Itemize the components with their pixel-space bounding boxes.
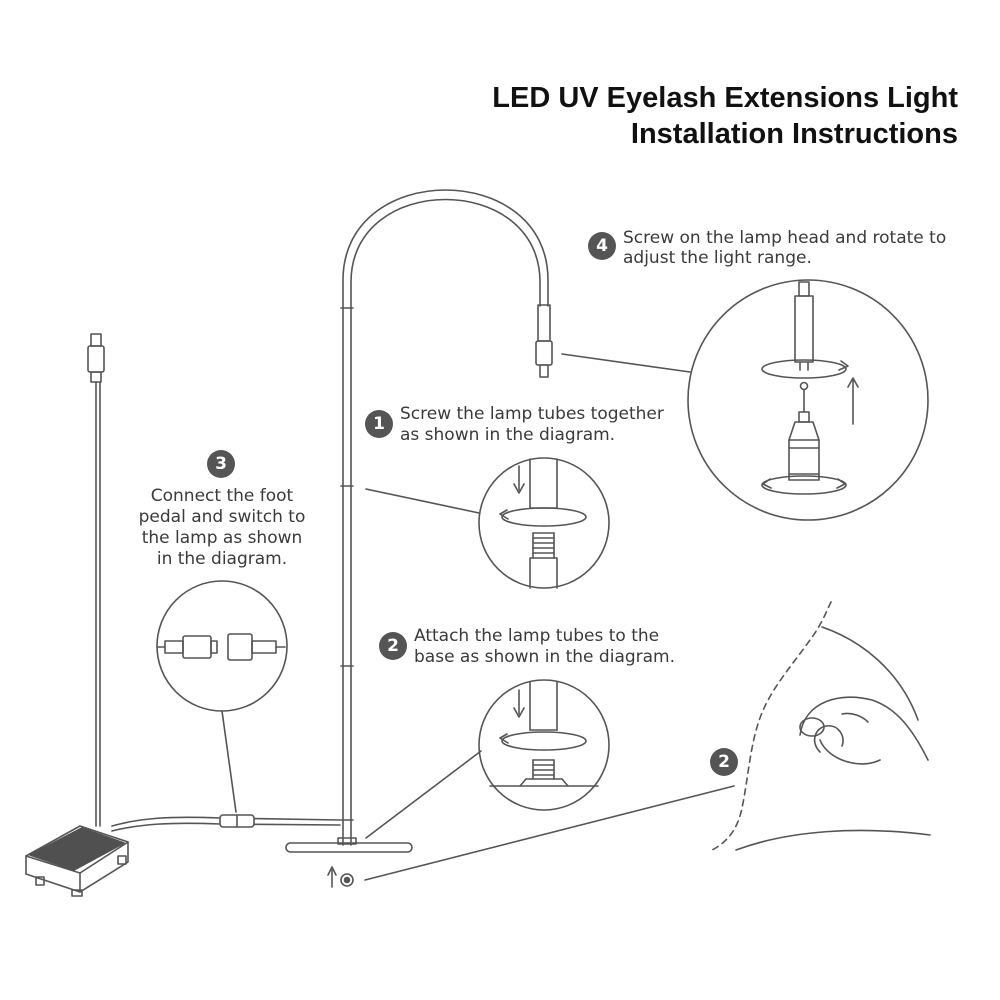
step-3-badge: 3: [207, 450, 235, 478]
foot-pedal: [25, 825, 129, 897]
lamp-head-detail-circle: [561, 279, 929, 521]
step-2b-badge: 2: [710, 748, 738, 776]
pedal-cable: [111, 814, 341, 832]
step-1-text-line-1: Screw the lamp tubes together: [400, 404, 664, 424]
step-1-badge: 1: [365, 410, 393, 438]
step-4-text-line-2: adjust the light range.: [623, 248, 812, 268]
base-attach-detail-circle: [365, 679, 610, 839]
lamp-head: [535, 304, 553, 378]
step-2-badge: 2: [379, 632, 407, 660]
step-3-text-line-2: pedal and switch to: [138, 507, 306, 527]
lamp-pole: [340, 189, 549, 846]
step-1-text-line-2: as shown in the diagram.: [400, 425, 616, 445]
step-4-badge: 4: [588, 232, 616, 260]
title-line-2: Installation Instructions: [630, 118, 958, 150]
usb-plug: [87, 333, 105, 827]
step-2-text-line-2: base as shown in the diagram.: [414, 647, 676, 667]
step-3-text-line-3: the lamp as shown: [141, 528, 303, 548]
tube-screw-detail-circle: [365, 457, 610, 589]
lamp-base: [285, 837, 413, 853]
base-knob: [327, 866, 354, 888]
title-line-1: LED UV Eyelash Extensions Light: [492, 82, 958, 114]
connector-detail-circle: [156, 580, 288, 813]
step-3-text-line-4: in the diagram.: [156, 549, 288, 569]
step-3-text-line-1: Connect the foot: [150, 486, 294, 506]
step-4-text-line-1: Screw on the lamp head and rotate to: [623, 228, 947, 248]
hand-tightening-illustration: [364, 601, 931, 881]
step-2-text-line-1: Attach the lamp tubes to the: [414, 626, 660, 646]
